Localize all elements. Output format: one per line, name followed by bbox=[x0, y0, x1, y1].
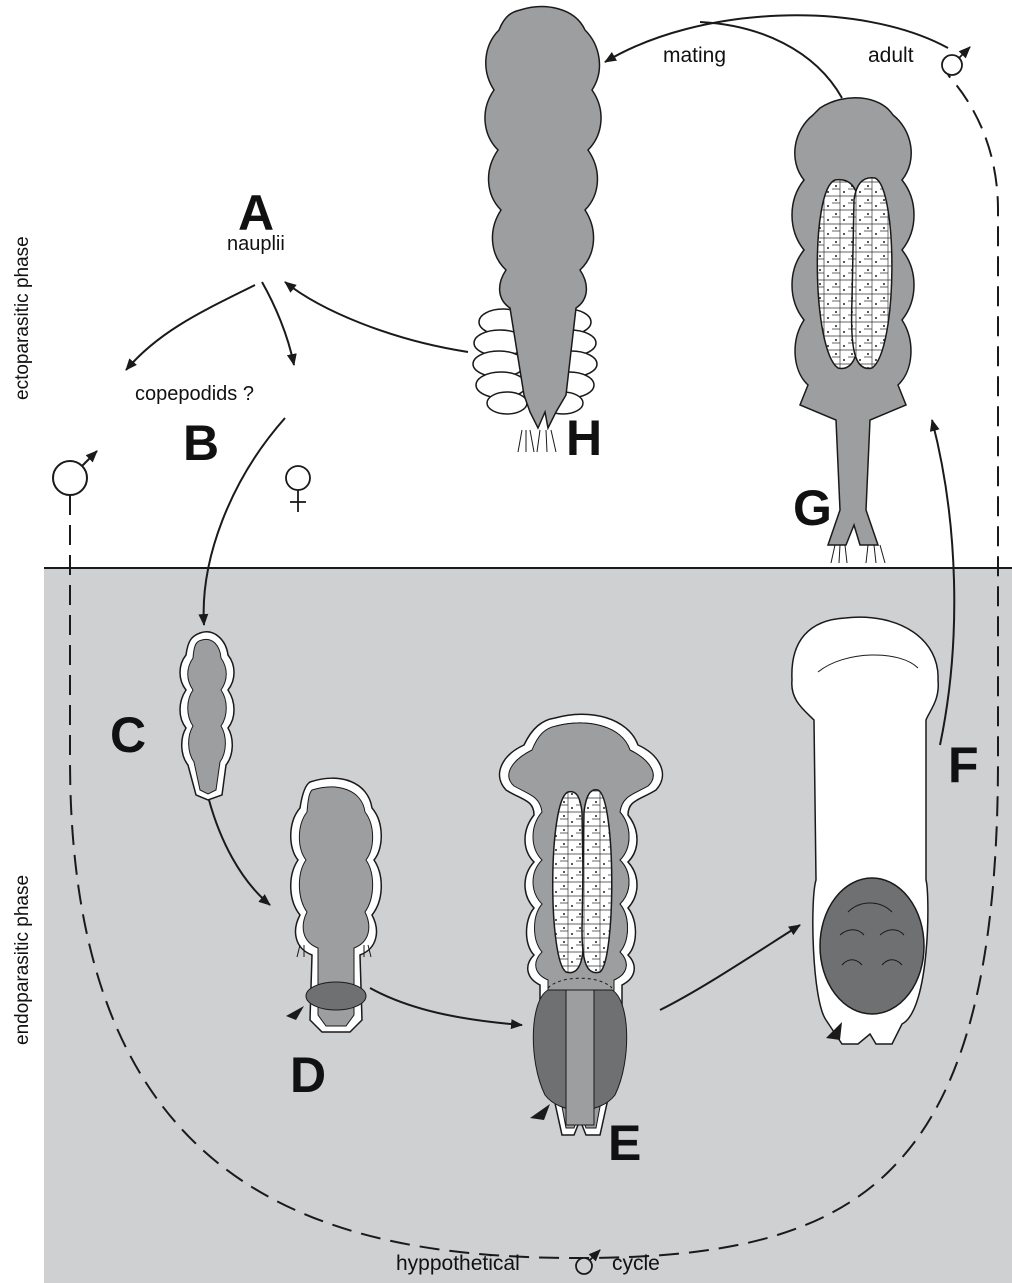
stage-F-dark-sac bbox=[820, 878, 924, 1014]
hypothetical-label: hyppothetical bbox=[396, 1252, 520, 1275]
mating-label: mating bbox=[663, 44, 726, 67]
adult-label: adult bbox=[868, 44, 914, 67]
arrow-nauplii-to-copepodids bbox=[262, 282, 294, 365]
stage-A-caption: nauplii bbox=[227, 233, 285, 255]
stage-E-ovary-right bbox=[582, 790, 612, 973]
male-symbol-copepodid bbox=[53, 451, 97, 495]
endoparasitic-phase-label: endoparasitic phase bbox=[12, 875, 33, 1045]
stage-B-caption: copepodids ? bbox=[135, 383, 254, 405]
male-symbol-adult bbox=[942, 47, 970, 75]
stage-E-ovary-left bbox=[553, 792, 584, 973]
cycle-label: cycle bbox=[612, 1252, 660, 1275]
arrow-H-to-nauplii bbox=[285, 282, 468, 352]
stage-D-dark-sac bbox=[306, 982, 366, 1010]
stage-H-setae bbox=[518, 430, 556, 452]
stage-G-setae bbox=[831, 545, 885, 563]
ectoparasitic-phase-label: ectoparasitic phase bbox=[12, 236, 33, 400]
female-symbol-copepodid bbox=[286, 466, 310, 512]
stage-D-letter: D bbox=[290, 1047, 326, 1103]
stage-B-letter: B bbox=[183, 415, 219, 471]
stage-E-letter: E bbox=[608, 1115, 641, 1171]
arrow-nauplii-to-male-copepodid bbox=[126, 285, 255, 370]
stage-G-ovary-right bbox=[852, 178, 892, 369]
stage-C-letter: C bbox=[110, 707, 146, 763]
stage-H-organism bbox=[473, 7, 601, 452]
stage-G-letter: G bbox=[793, 480, 832, 536]
stage-F-letter: F bbox=[948, 737, 979, 793]
stage-H-letter: H bbox=[566, 410, 602, 466]
